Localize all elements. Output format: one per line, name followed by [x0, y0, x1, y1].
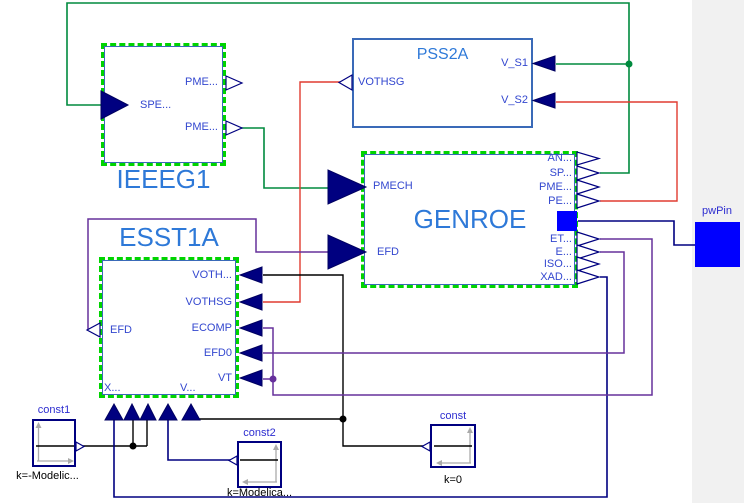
port-xad-output-icon[interactable]	[576, 269, 601, 285]
port-pme1-output-icon[interactable]	[225, 75, 244, 91]
port-pme-output-icon[interactable]	[576, 179, 601, 195]
port-vothsg-input-icon[interactable]	[238, 293, 263, 311]
wire-efd-to-genroe[interactable]	[87, 218, 328, 330]
port-vt-input-icon[interactable]	[238, 369, 263, 387]
genroe-pin-icon[interactable]	[557, 211, 577, 231]
port-bottom2-input-icon[interactable]	[123, 402, 141, 421]
const1-axes-icon	[35, 422, 74, 464]
wire-efd0-feedback[interactable]	[263, 251, 625, 354]
junction-black-2[interactable]	[129, 442, 137, 450]
port-e-output-icon[interactable]	[576, 244, 601, 260]
wire-xad-to-bottom[interactable]	[113, 276, 608, 498]
junction-black-1[interactable]	[339, 415, 347, 423]
port-pe-output-icon[interactable]	[576, 193, 601, 209]
port-efd-input-icon[interactable]	[327, 234, 368, 270]
wire-pin-to-pwpin[interactable]	[577, 220, 696, 246]
port-efd-output-icon[interactable]	[85, 321, 101, 339]
port-et-output-icon[interactable]	[576, 231, 601, 247]
port-ecomp-input-icon[interactable]	[238, 319, 263, 337]
port-bottom1-input-icon[interactable]	[104, 402, 124, 421]
port-pme2-output-icon[interactable]	[225, 120, 244, 136]
wire-speed-loop[interactable]	[66, 2, 630, 174]
port-const1-output-icon[interactable]	[75, 440, 86, 453]
port-vs1-input-icon[interactable]	[531, 55, 556, 72]
port-bottom4-input-icon[interactable]	[158, 402, 178, 421]
port-an-output-icon[interactable]	[576, 151, 602, 166]
port-vs2-input-icon[interactable]	[531, 92, 556, 109]
const2-axes-icon	[242, 444, 279, 485]
port-efd0-input-icon[interactable]	[238, 344, 263, 362]
wire-const0-to-voth[interactable]	[263, 274, 423, 447]
port-voth-input-icon[interactable]	[238, 266, 263, 284]
port-vothsg-output-icon[interactable]	[337, 73, 353, 92]
wire-eterm-to-ecomp[interactable]	[263, 238, 653, 396]
port-spe-input-icon[interactable]	[100, 90, 130, 120]
wire-const2-up[interactable]	[167, 406, 230, 461]
wire-vothsg-pss-to-avr[interactable]	[263, 81, 340, 303]
port-const2-output-icon[interactable]	[227, 454, 238, 467]
port-iso-output-icon[interactable]	[576, 256, 601, 272]
pwpin-icon[interactable]	[695, 222, 740, 267]
junction-purple[interactable]	[269, 375, 277, 383]
wire-pelec-to-vs2[interactable]	[556, 101, 678, 202]
port-bottom5-input-icon[interactable]	[181, 402, 201, 421]
port-pmech-input-icon[interactable]	[327, 169, 368, 205]
junction-green[interactable]	[625, 60, 633, 68]
port-const-output-icon[interactable]	[420, 440, 431, 453]
port-bottom3-input-icon[interactable]	[139, 402, 157, 421]
wire-pme-to-pmech[interactable]	[236, 127, 328, 189]
port-sp-output-icon[interactable]	[576, 165, 601, 181]
